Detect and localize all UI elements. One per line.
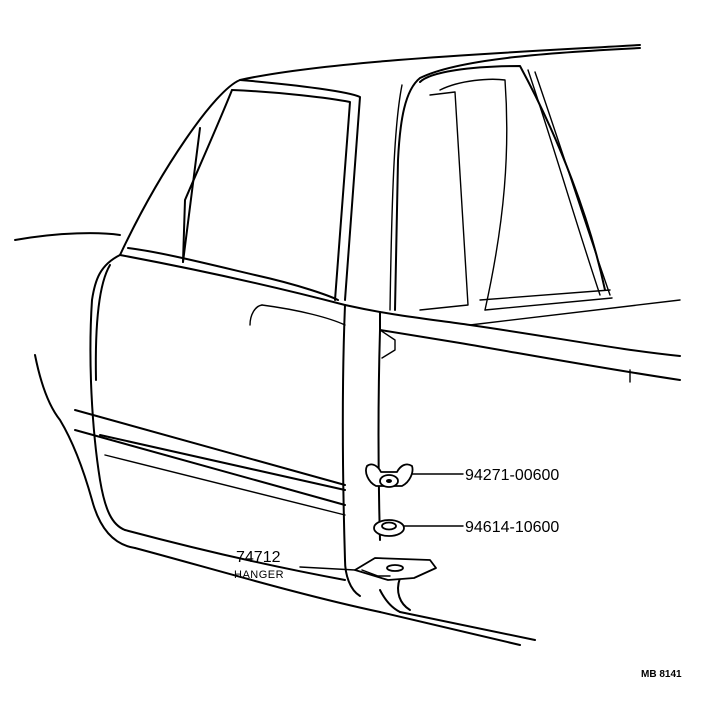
hanger-bracket-icon (354, 557, 437, 581)
part-number-washer: 94614-10600 (465, 519, 559, 536)
part-name-hanger: HANGER (234, 569, 284, 581)
drawing-code: MB 8141 (641, 669, 682, 680)
wing-nut-icon (365, 463, 414, 488)
leader-line-hanger (299, 566, 356, 571)
part-number-hanger: 74712 (236, 549, 281, 566)
washer-icon (373, 519, 405, 537)
vehicle-body-drawing (14, 44, 681, 646)
part-number-wing-nut: 94271-00600 (465, 467, 559, 484)
